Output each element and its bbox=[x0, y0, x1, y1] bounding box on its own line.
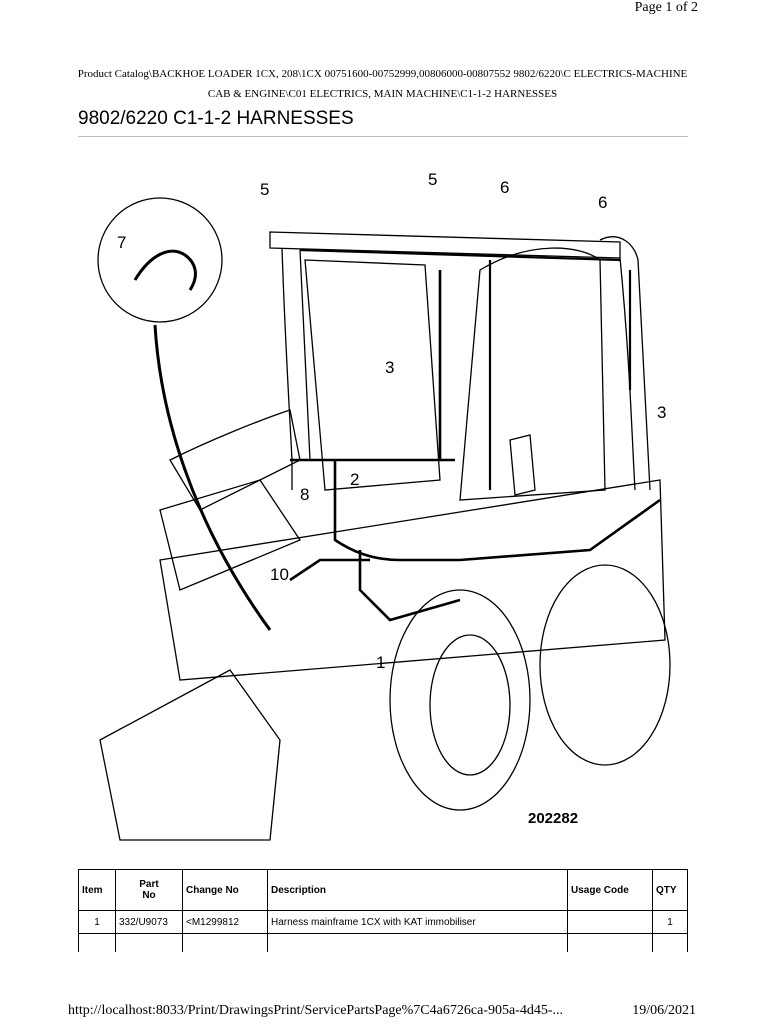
loader-arm bbox=[159, 479, 301, 591]
callout-3-right: 3 bbox=[657, 403, 666, 422]
callout-5-left: 5 bbox=[260, 180, 269, 199]
rear-wheel bbox=[539, 564, 671, 766]
callout-10: 10 bbox=[270, 565, 289, 584]
breadcrumb-line-2: CAB & ENGINE\C01 ELECTRICS, MAIN MACHINE… bbox=[207, 88, 558, 100]
steering-column bbox=[509, 434, 536, 496]
callout-6-center: 6 bbox=[500, 178, 509, 197]
header-description: Description bbox=[267, 869, 568, 911]
callout-2: 2 bbox=[350, 470, 359, 489]
empty-cell bbox=[567, 933, 653, 952]
machine-body bbox=[159, 479, 666, 681]
empty-cell bbox=[267, 933, 568, 952]
page-number: Page 1 of 2 bbox=[634, 0, 698, 15]
callout-8: 8 bbox=[300, 485, 309, 504]
harness-diagram: 5 5 6 6 7 3 3 2 8 10 1 bbox=[97, 170, 671, 841]
header-part-no: Part No bbox=[115, 869, 183, 911]
page-title: 9802/6220 C1-1-2 HARNESSES bbox=[78, 108, 354, 129]
empty-cell bbox=[115, 933, 183, 952]
callout-1: 1 bbox=[376, 653, 385, 672]
header-part-no-line-2: No bbox=[142, 890, 156, 901]
empty-cell bbox=[182, 933, 268, 952]
battery-lead-inset bbox=[97, 197, 223, 323]
cell-change-no: <M1299812 bbox=[182, 910, 268, 934]
table-header-row: Item Part No Change No Description Usage… bbox=[78, 869, 688, 911]
cell-usage-code bbox=[567, 910, 653, 934]
empty-cell bbox=[78, 933, 116, 952]
front-wheel bbox=[389, 589, 531, 811]
callout-7: 7 bbox=[117, 233, 126, 252]
parts-table: Item Part No Change No Description Usage… bbox=[78, 869, 688, 952]
header-part-no-line-1: Part bbox=[139, 879, 159, 890]
callout-3-center: 3 bbox=[385, 358, 394, 377]
callout-6-right: 6 bbox=[598, 193, 607, 212]
drawing-number: 202282 bbox=[528, 810, 579, 827]
title-divider bbox=[78, 136, 688, 137]
header-qty: QTY bbox=[652, 869, 688, 911]
header-item: Item bbox=[78, 869, 116, 911]
cab-harness bbox=[299, 248, 632, 490]
table-row: 1 332/U9073 <M1299812 Harness mainframe … bbox=[78, 910, 688, 934]
main-harness bbox=[289, 270, 661, 622]
inset-leader bbox=[153, 324, 272, 631]
machine-hood bbox=[169, 409, 301, 511]
loader-bucket bbox=[99, 669, 281, 841]
front-wheel-hub bbox=[429, 634, 511, 776]
empty-cell bbox=[652, 933, 688, 952]
footer-date: 19/06/2021 bbox=[632, 1003, 696, 1018]
header-change-no: Change No bbox=[182, 869, 268, 911]
cab-rear-window bbox=[459, 247, 606, 501]
header-usage-code: Usage Code bbox=[567, 869, 653, 911]
callout-5-center: 5 bbox=[428, 170, 437, 189]
breadcrumb: Product Catalog\BACKHOE LOADER 1CX, 208\… bbox=[70, 64, 695, 104]
cell-part-no: 332/U9073 bbox=[115, 910, 183, 934]
footer-url: http://localhost:8033/Print/DrawingsPrin… bbox=[68, 1003, 563, 1018]
cab-window-frame bbox=[304, 259, 441, 491]
cab-front-pillar-inner bbox=[299, 249, 311, 461]
cell-item: 1 bbox=[78, 910, 116, 934]
cell-qty: 1 bbox=[652, 910, 688, 934]
table-row-empty bbox=[78, 933, 688, 952]
breadcrumb-line-1: Product Catalog\BACKHOE LOADER 1CX, 208\… bbox=[77, 68, 688, 80]
battery-lead bbox=[133, 249, 197, 291]
cab-rear-pillar-outer bbox=[599, 236, 651, 491]
cell-description: Harness mainframe 1CX with KAT immobilis… bbox=[267, 910, 568, 934]
cab-rear-pillar bbox=[619, 257, 636, 491]
cab-front-pillar bbox=[281, 247, 293, 490]
